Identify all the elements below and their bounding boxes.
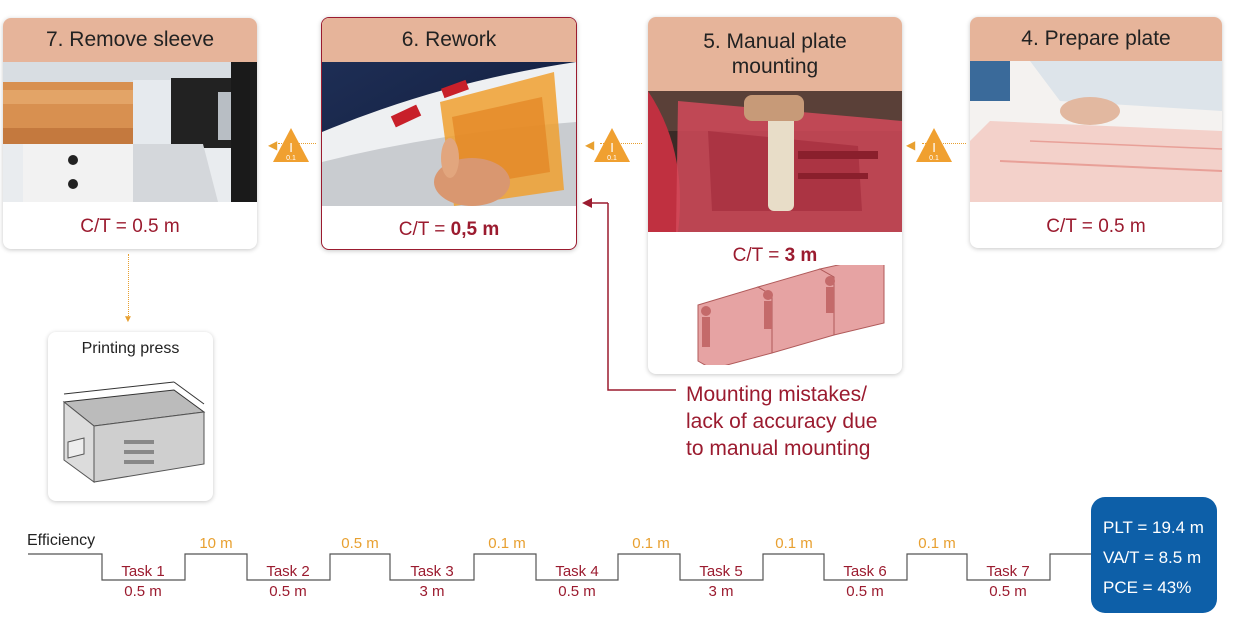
wait-time: 0.5 m: [341, 535, 379, 552]
wait-time: 10 m: [199, 535, 233, 552]
arrow-head-icon: ▼: [123, 314, 133, 325]
printing-press-card: Printing press: [48, 332, 213, 501]
flow-arrow: [922, 143, 966, 144]
efficiency-label: Efficiency: [27, 532, 96, 549]
arrow-head-icon: ◀: [906, 138, 916, 152]
task-name: Task 7: [986, 563, 1030, 580]
prepare-plate-image: [970, 61, 1222, 202]
svg-text:I: I: [932, 140, 936, 155]
arrow-head-icon: ◀: [268, 138, 278, 152]
workers-illustration: [697, 265, 885, 365]
cycle-time: C/T = 0,5 m: [398, 219, 500, 240]
step-card-rework: 6. Rework C/T = 0,5 m: [321, 17, 577, 250]
cycle-time: C/T = 3 m: [732, 245, 818, 266]
rework-image: [322, 62, 576, 206]
printing-press-title: Printing press: [81, 340, 180, 357]
task-time: 0.5 m: [558, 583, 596, 600]
wait-time: 0.1 m: [632, 535, 670, 552]
task-time: 3 m: [419, 583, 445, 600]
task-time: 0.5 m: [989, 583, 1027, 600]
manual-mounting-image: [648, 91, 902, 232]
svg-text:0.1: 0.1: [929, 155, 939, 162]
task-name: Task 2: [266, 563, 310, 580]
task-name: Task 3: [410, 563, 454, 580]
rework-feedback-arrow: [582, 198, 676, 391]
wait-time: 0.1 m: [918, 535, 956, 552]
wait-time: 0.1 m: [775, 535, 813, 552]
flow-arrow: [600, 143, 642, 144]
svg-text:I: I: [610, 140, 614, 155]
inventory-triangle-icon: I 0.1: [273, 128, 309, 162]
task-time: 0.5 m: [124, 583, 162, 600]
flow-arrow-down: [128, 254, 129, 320]
task-name: Task 1: [121, 563, 165, 580]
remove-sleeve-image: [3, 62, 257, 202]
inventory-triangle-icon: I 0.1: [594, 128, 630, 162]
task-name: Task 5: [699, 563, 743, 580]
svg-text:0.1: 0.1: [286, 155, 296, 162]
step-card-remove-sleeve: 7. Remove sleeve C/T = 0.5 m: [3, 18, 257, 249]
cycle-time: C/T = 0.5 m: [1046, 216, 1146, 237]
cycle-time: C/T = 0.5 m: [80, 216, 180, 237]
step-title: 6. Rework: [322, 18, 576, 62]
inventory-triangle-icon: I 0.1: [916, 128, 952, 162]
wait-time: 0.1 m: [488, 535, 526, 552]
svg-text:I: I: [289, 140, 293, 155]
step-title: 7. Remove sleeve: [3, 18, 257, 62]
task-name: Task 4: [555, 563, 599, 580]
plt-value: PLT = 19.4 m: [1103, 518, 1204, 537]
svg-text:0.1: 0.1: [607, 155, 617, 162]
printing-press-illustration: [62, 381, 206, 483]
task-time: 3 m: [708, 583, 734, 600]
arrow-head-icon: ◀: [585, 138, 595, 152]
summary-box: PLT = 19.4 m VA/T = 8.5 m PCE = 43%: [1091, 497, 1217, 613]
task-time: 0.5 m: [846, 583, 884, 600]
vat-value: VA/T = 8.5 m: [1103, 548, 1202, 567]
task-name: Task 6: [843, 563, 887, 580]
pce-value: PCE = 43%: [1103, 578, 1192, 597]
task-time: 0.5 m: [269, 583, 307, 600]
step-title: 4. Prepare plate: [970, 17, 1222, 61]
rework-note: Mounting mistakes/ lack of accuracy due …: [686, 383, 878, 460]
step-card-prepare-plate: 4. Prepare plate C/T = 0.5 m: [970, 17, 1222, 248]
